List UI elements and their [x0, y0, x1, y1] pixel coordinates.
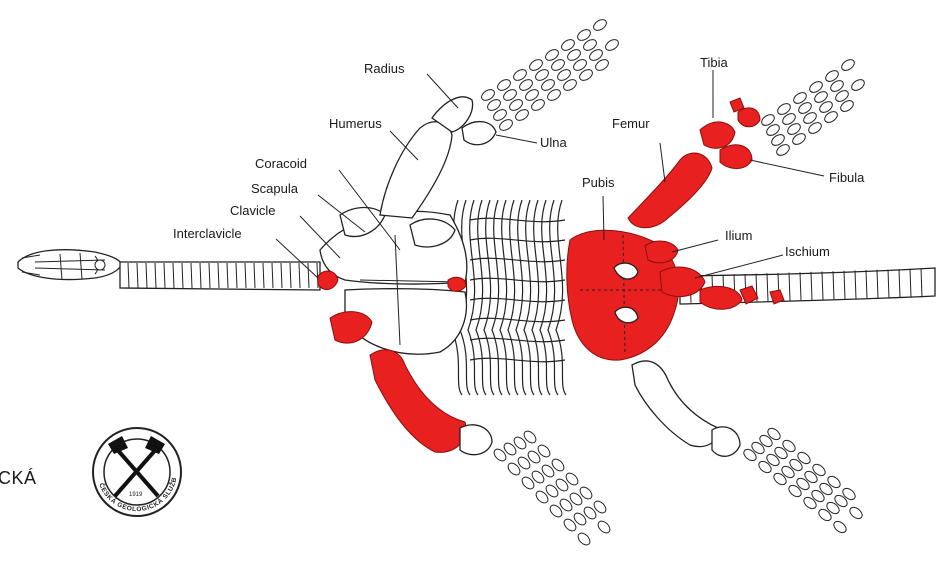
rib: [492, 200, 502, 395]
label-ulna: Ulna: [540, 136, 567, 149]
rib: [500, 200, 510, 395]
rib: [556, 200, 566, 395]
label-pubis: Pubis: [582, 176, 615, 189]
label-ischium: Ischium: [785, 245, 830, 258]
rib: [540, 200, 550, 395]
neck-vertebrae: [120, 262, 320, 290]
gastralium: [470, 278, 565, 281]
phalanx: [596, 519, 612, 535]
phalanx: [848, 505, 865, 521]
label-coracoid: Coracoid: [255, 157, 307, 170]
skull: [18, 250, 122, 280]
label-tibia: Tibia: [700, 56, 728, 69]
cropped-org-text: CKÁ: [0, 468, 37, 489]
label-radius: Radius: [364, 62, 404, 75]
phalanx: [576, 531, 592, 547]
phalanx: [832, 519, 849, 535]
label-fibula: Fibula: [829, 171, 864, 184]
label-scapula: Scapula: [251, 182, 298, 195]
rib: [484, 200, 494, 395]
phalanx: [592, 17, 609, 32]
label-humerus: Humerus: [329, 117, 382, 130]
front-flipper-lower: [330, 312, 612, 548]
hind-flipper-lower: [632, 361, 864, 535]
ribcage: [452, 200, 566, 395]
phalanx: [604, 37, 621, 52]
label-clavicle: Clavicle: [230, 204, 276, 217]
gastralium: [470, 358, 565, 361]
rib: [476, 200, 486, 395]
rib: [532, 200, 542, 395]
gastralium: [470, 258, 565, 261]
hind-flipper-upper: [628, 57, 866, 227]
logo-year: 1919: [129, 492, 143, 498]
label-ilium: Ilium: [725, 229, 752, 242]
rib: [516, 200, 526, 395]
label-femur: Femur: [612, 117, 650, 130]
gastralium: [470, 298, 565, 301]
rib: [508, 200, 518, 395]
label-interclavicle: Interclavicle: [173, 227, 242, 240]
pelvic-girdle: [567, 230, 742, 360]
rib: [548, 200, 558, 395]
rib: [468, 200, 478, 395]
phalanx: [840, 57, 857, 72]
rib: [524, 200, 534, 395]
phalanx: [850, 77, 867, 92]
